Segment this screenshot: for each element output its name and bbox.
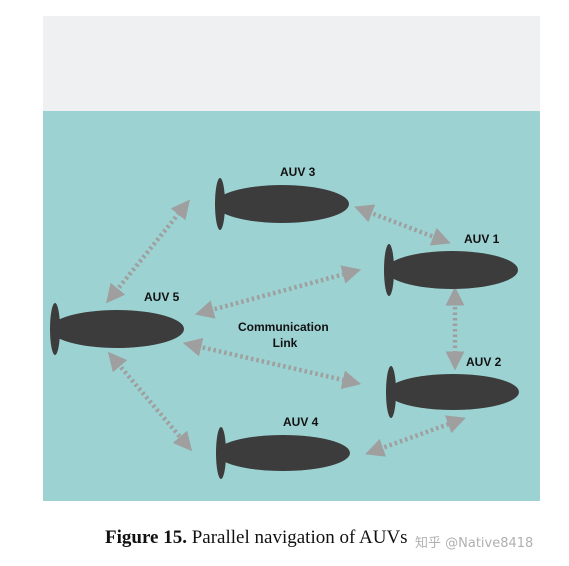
auv-5-label: AUV 5: [144, 290, 180, 304]
figure-caption: Figure 15. Parallel navigation of AUVs: [105, 527, 408, 549]
communication-link-label: Communication Link: [238, 320, 332, 350]
auv-1-label: AUV 1: [464, 232, 500, 246]
auv-3: AUV 3: [215, 165, 349, 230]
sky-region: [43, 16, 540, 112]
watermark: 知乎 @Native8418: [415, 536, 534, 551]
auv-2-hull: [387, 374, 519, 410]
auv-5-propeller: [50, 303, 60, 355]
auv-5-hull: [50, 310, 184, 348]
auv-1-propeller: [384, 244, 394, 296]
link-auv5-auv4: [107, 351, 193, 452]
figure-caption-text: Parallel navigation of AUVs: [191, 527, 408, 548]
auv-3-hull: [215, 185, 349, 223]
auv-5: AUV 5: [50, 290, 184, 355]
figure-number: Figure 15.: [105, 527, 187, 548]
communication-links: [106, 199, 466, 457]
auv-1: AUV 1: [384, 232, 518, 296]
link-auv5-auv3: [106, 199, 190, 304]
link-auv4-auv2: [365, 415, 466, 457]
auv-3-propeller: [215, 178, 225, 230]
auv-2-label: AUV 2: [466, 355, 502, 369]
communication-link-label-line1: Communication: [238, 320, 329, 334]
auv-1-hull: [386, 251, 518, 289]
communication-link-label-line2: Link: [273, 336, 298, 350]
auv-4-propeller: [216, 427, 226, 479]
auv-2-propeller: [386, 366, 396, 418]
auv-3-label: AUV 3: [280, 165, 316, 179]
auv-4-label: AUV 4: [283, 415, 319, 429]
link-auv5-auv1: [194, 265, 362, 319]
auv-4-hull: [216, 435, 350, 471]
auv-4: AUV 4: [216, 415, 350, 479]
auv-2: AUV 2: [386, 355, 519, 418]
